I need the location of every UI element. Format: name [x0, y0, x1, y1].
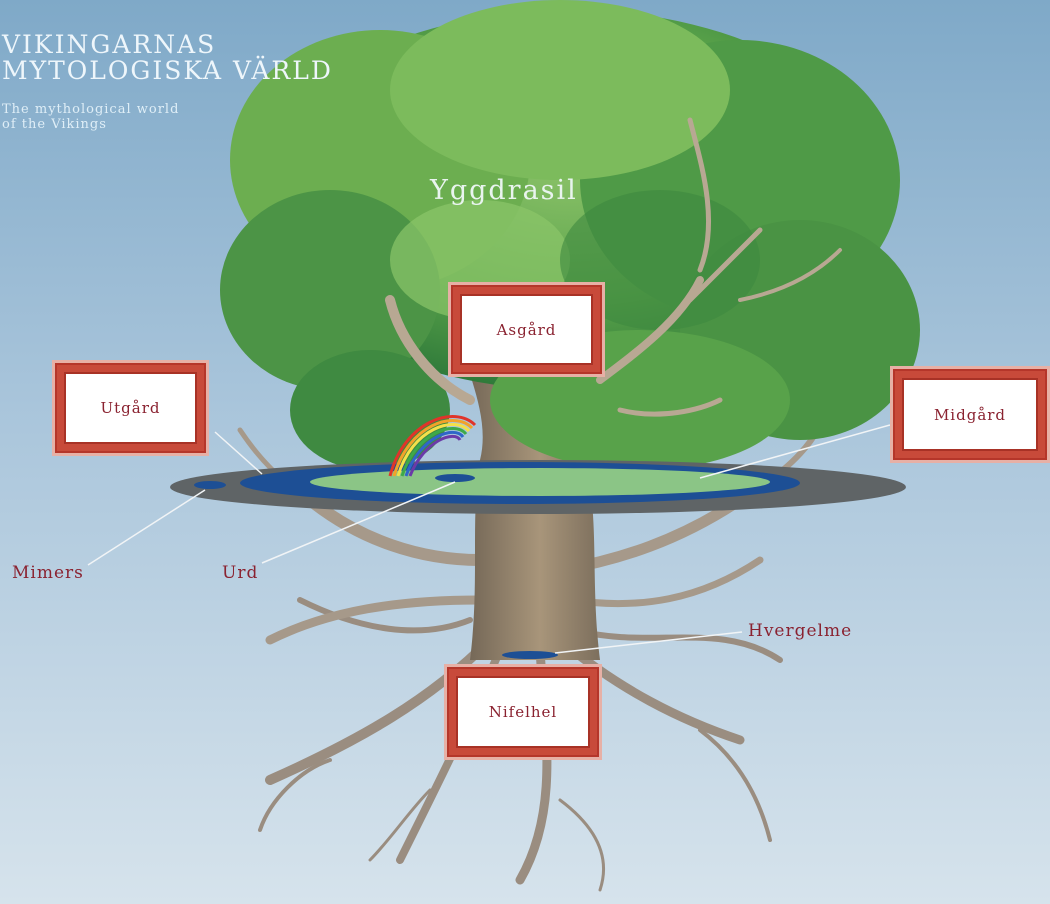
nifelhel-panel: Nifelhel [456, 676, 590, 748]
utgard-label: Utgård [101, 399, 161, 417]
utgard-panel: Utgård [64, 372, 197, 444]
hvergelme-well-label: Hvergelme [748, 621, 852, 641]
subtitle-line-2: of the Vikings [2, 117, 107, 132]
midgard-frame: Midgård [890, 366, 1050, 463]
midgard-label: Midgård [934, 406, 1006, 424]
midgard-panel: Midgård [902, 378, 1038, 451]
subtitle-line-1: The mythological world [2, 102, 179, 117]
page-title-line-1: Vikingarnas [2, 30, 216, 59]
mimers-well-label: Mimers [12, 563, 84, 583]
asgard-panel: Asgård [460, 294, 593, 365]
asgard-label: Asgård [497, 321, 557, 339]
tree-name-label: Yggdrasil [430, 175, 578, 206]
world-disc [170, 460, 906, 514]
nifelhel-frame: Nifelhel [444, 664, 602, 760]
page-title-line-2: Mytologiska värld [2, 56, 333, 85]
hvergelme-well [502, 651, 558, 659]
utgard-frame: Utgård [52, 360, 209, 456]
asgard-frame: Asgård [448, 282, 605, 377]
nifelhel-label: Nifelhel [489, 703, 557, 721]
urd-well-label: Urd [222, 563, 258, 583]
